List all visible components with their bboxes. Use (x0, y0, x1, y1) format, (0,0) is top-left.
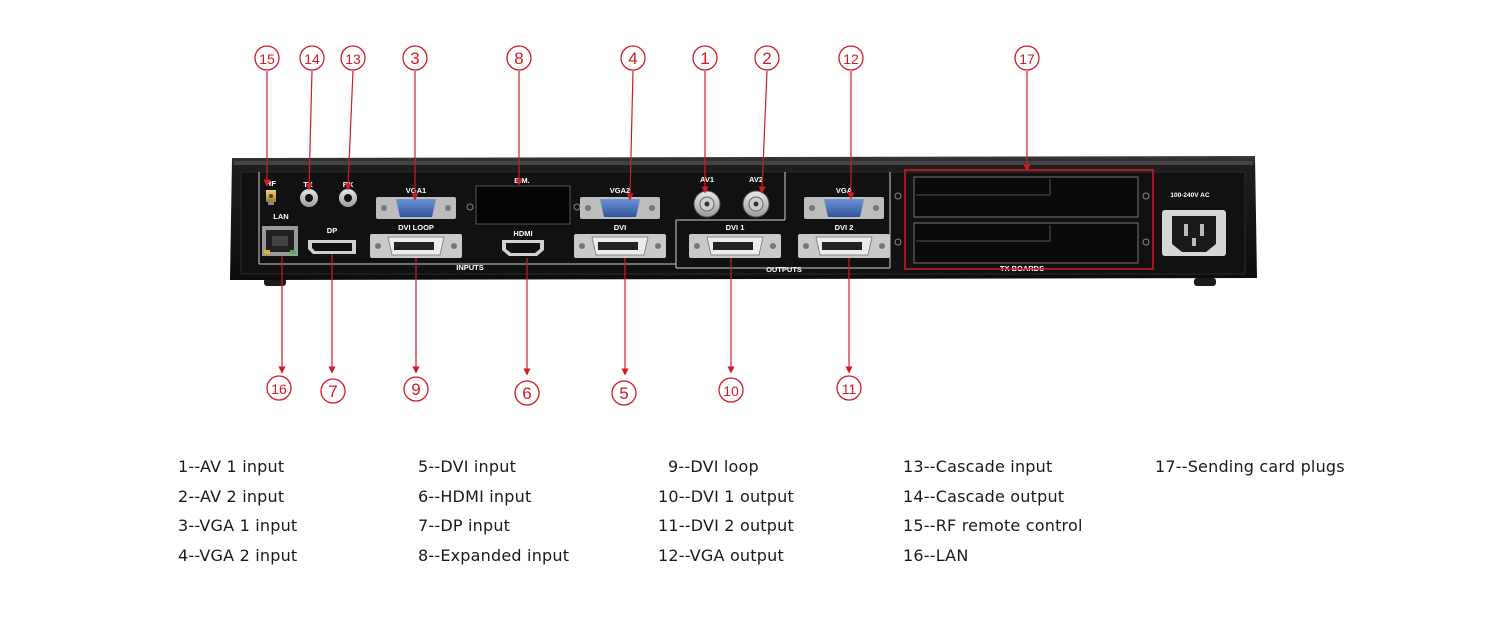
callout-3-number: 3 (410, 49, 419, 68)
callout-2: 2 (754, 45, 780, 71)
legend-item-10: 10--DVI 1 output (658, 486, 794, 506)
callout-4-number: 4 (628, 49, 637, 68)
dvi-loop-label: DVI LOOP (398, 223, 434, 232)
device-feet (264, 278, 1216, 286)
vga-out-label: VGA (836, 186, 853, 195)
lan-label: LAN (273, 212, 288, 221)
inputs-label: INPUTS (456, 263, 484, 272)
callout-leader-lines (263, 70, 1031, 376)
legend-item-11: 11--DVI 2 output (658, 516, 794, 535)
legend-item-9: 9--DVI loop (668, 457, 759, 476)
av2-bnc-icon (742, 190, 770, 218)
callout-12: 12 (838, 45, 864, 71)
callout-10: 10 (718, 377, 744, 403)
vga2-port-icon (580, 197, 660, 219)
legend-item-13: 13--Cascade input (903, 457, 1053, 476)
callout-11: 11 (836, 375, 862, 401)
legend-item-6: 6--HDMI input (418, 486, 532, 506)
legend-item-2: 2--AV 2 input (178, 486, 285, 506)
power-label: 100-240V AC (1170, 192, 1209, 199)
hdmi-label: HDMI (513, 229, 532, 238)
callout-5-number: 5 (619, 384, 628, 403)
dvi2-label: DVI 2 (835, 223, 854, 232)
av2-label: AV2 (749, 175, 763, 184)
callout-4: 4 (620, 45, 646, 71)
legend-column-3: 9--DVI loop 10--DVI 1 output 11--DVI 2 o… (658, 452, 794, 570)
callout-8: 8 (506, 45, 532, 71)
callout-3: 3 (402, 45, 428, 71)
dvi-port-icon (574, 234, 666, 258)
dvi1-label: DVI 1 (726, 223, 745, 232)
callout-13-number: 13 (345, 51, 361, 67)
legend-item-12: 12--VGA output (658, 545, 784, 565)
em-label: E.M. (514, 176, 529, 185)
callout-12-number: 12 (843, 51, 859, 67)
callout-17: 17 (1014, 45, 1040, 71)
legend-column-1: 1--AV 1 input 2--AV 2 input 3--VGA 1 inp… (178, 452, 297, 570)
vga-output-port-icon (804, 197, 884, 219)
callout-8-number: 8 (514, 49, 523, 68)
lan-port-icon (262, 226, 298, 256)
legend-item-16: 16--LAN (903, 545, 969, 565)
callout-7-number: 7 (328, 382, 337, 401)
vga1-port-icon (376, 197, 456, 219)
legend-item-1: 1--AV 1 input (178, 457, 285, 476)
legend-item-8: 8--Expanded input (418, 545, 570, 565)
callout-16: 16 (266, 375, 292, 401)
expansion-module-slot (466, 185, 581, 225)
callout-14-number: 14 (304, 51, 320, 67)
dvi-label: DVI (614, 223, 627, 232)
callout-16-number: 16 (271, 381, 287, 397)
callout-14: 14 (299, 45, 325, 71)
callout-13: 13 (340, 45, 366, 71)
legend-item-14: 14--Cascade output (903, 486, 1065, 506)
legend: 1--AV 1 input 2--AV 2 input 3--VGA 1 inp… (0, 452, 1489, 612)
dp-port-icon (308, 240, 356, 254)
av1-bnc-icon (693, 190, 721, 218)
callout-1-number: 1 (700, 49, 709, 68)
legend-item-15: 15--RF remote control (903, 516, 1083, 535)
tx-label: TX (303, 180, 313, 189)
callout-6: 6 (514, 380, 540, 406)
callout-2-number: 2 (762, 49, 771, 68)
callout-11-number: 11 (842, 381, 857, 397)
callout-17-number: 17 (1019, 51, 1035, 67)
dp-label: DP (327, 226, 337, 235)
callout-9: 9 (403, 376, 429, 402)
hdmi-port-icon (502, 240, 544, 256)
legend-column-5: 17--Sending card plugs (1155, 452, 1345, 482)
callout-9-number: 9 (411, 380, 420, 399)
callouts: 15 14 13 3 8 4 1 2 12 17 16 7 9 6 5 10 1… (254, 45, 1040, 406)
legend-item-5: 5--DVI input (418, 457, 517, 476)
dvi2-output-port-icon (798, 234, 890, 258)
legend-item-3: 3--VGA 1 input (178, 516, 298, 535)
vga1-label: VGA1 (406, 186, 426, 195)
legend-item-7: 7--DP input (418, 516, 511, 535)
tx-board-slots (894, 169, 1154, 270)
legend-item-17: 17--Sending card plugs (1155, 457, 1345, 476)
callout-5: 5 (611, 380, 637, 406)
dvi1-output-port-icon (689, 234, 781, 258)
outputs-label: OUTPUTS (766, 265, 802, 274)
rx-jack-icon (339, 189, 357, 207)
vga2-label: VGA2 (610, 186, 630, 195)
callout-7: 7 (320, 378, 346, 404)
legend-item-4: 4--VGA 2 input (178, 545, 298, 565)
av1-label: AV1 (700, 175, 714, 184)
callout-10-number: 10 (723, 383, 739, 399)
tx-jack-icon (300, 189, 318, 207)
rf-label: RF (266, 179, 276, 188)
rf-connector-icon (266, 190, 276, 205)
legend-column-4: 13--Cascade input 14--Cascade output 15-… (903, 452, 1083, 570)
dvi-loop-port-icon (370, 234, 462, 258)
callout-15: 15 (254, 45, 280, 71)
power-socket-icon (1162, 210, 1226, 256)
callout-15-number: 15 (259, 51, 275, 67)
legend-column-2: 5--DVI input 6--HDMI input 7--DP input 8… (418, 452, 569, 570)
callout-1: 1 (692, 45, 718, 71)
callout-6-number: 6 (522, 384, 531, 403)
